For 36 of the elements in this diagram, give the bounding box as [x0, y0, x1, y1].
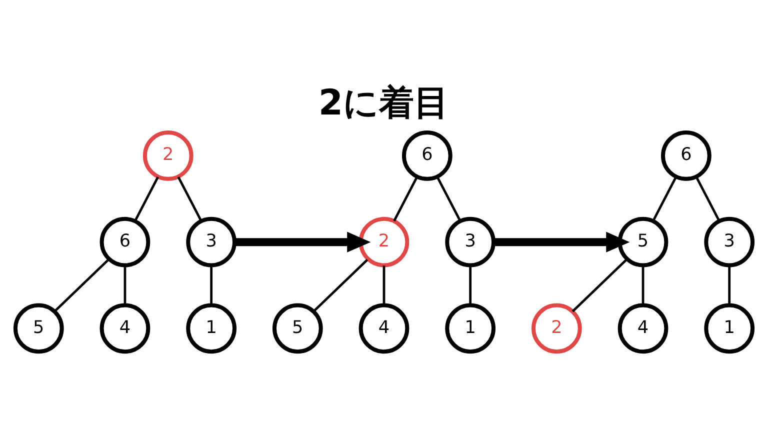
node-circle: 3 — [186, 216, 236, 267]
node-circle: 1 — [445, 302, 496, 354]
node-circle: 4 — [100, 302, 150, 354]
connector — [572, 258, 628, 312]
connector — [210, 265, 213, 304]
connector — [469, 265, 472, 304]
arrow — [234, 231, 371, 252]
connector — [695, 176, 720, 221]
node-circle: 2 — [142, 130, 194, 180]
node-circle: 1 — [704, 302, 755, 354]
diagram-title: 2に着目 — [318, 82, 449, 123]
node-circle: 5 — [618, 216, 668, 267]
connector — [312, 258, 368, 312]
connector — [728, 265, 731, 304]
node-circle: 5 — [13, 302, 64, 354]
arrow — [494, 231, 630, 252]
node-circle: 2 — [532, 302, 582, 354]
connector — [393, 176, 418, 221]
connector — [436, 176, 462, 221]
node-circle: 1 — [186, 302, 236, 354]
node-circle: 2 — [358, 216, 410, 267]
connector — [124, 265, 126, 304]
connector — [177, 176, 202, 221]
node-circle: 3 — [445, 216, 496, 267]
connector — [652, 176, 678, 221]
connector — [54, 258, 110, 312]
node-circle: 6 — [661, 130, 712, 180]
node-circle: 3 — [704, 216, 755, 267]
connector — [642, 265, 644, 304]
connector — [382, 265, 386, 304]
node-circle: 4 — [358, 302, 410, 354]
node-circle: 6 — [100, 216, 150, 267]
node-circle: 5 — [272, 302, 323, 354]
connector — [134, 176, 159, 221]
node-circle: 4 — [618, 302, 668, 354]
node-circle: 6 — [402, 130, 452, 180]
